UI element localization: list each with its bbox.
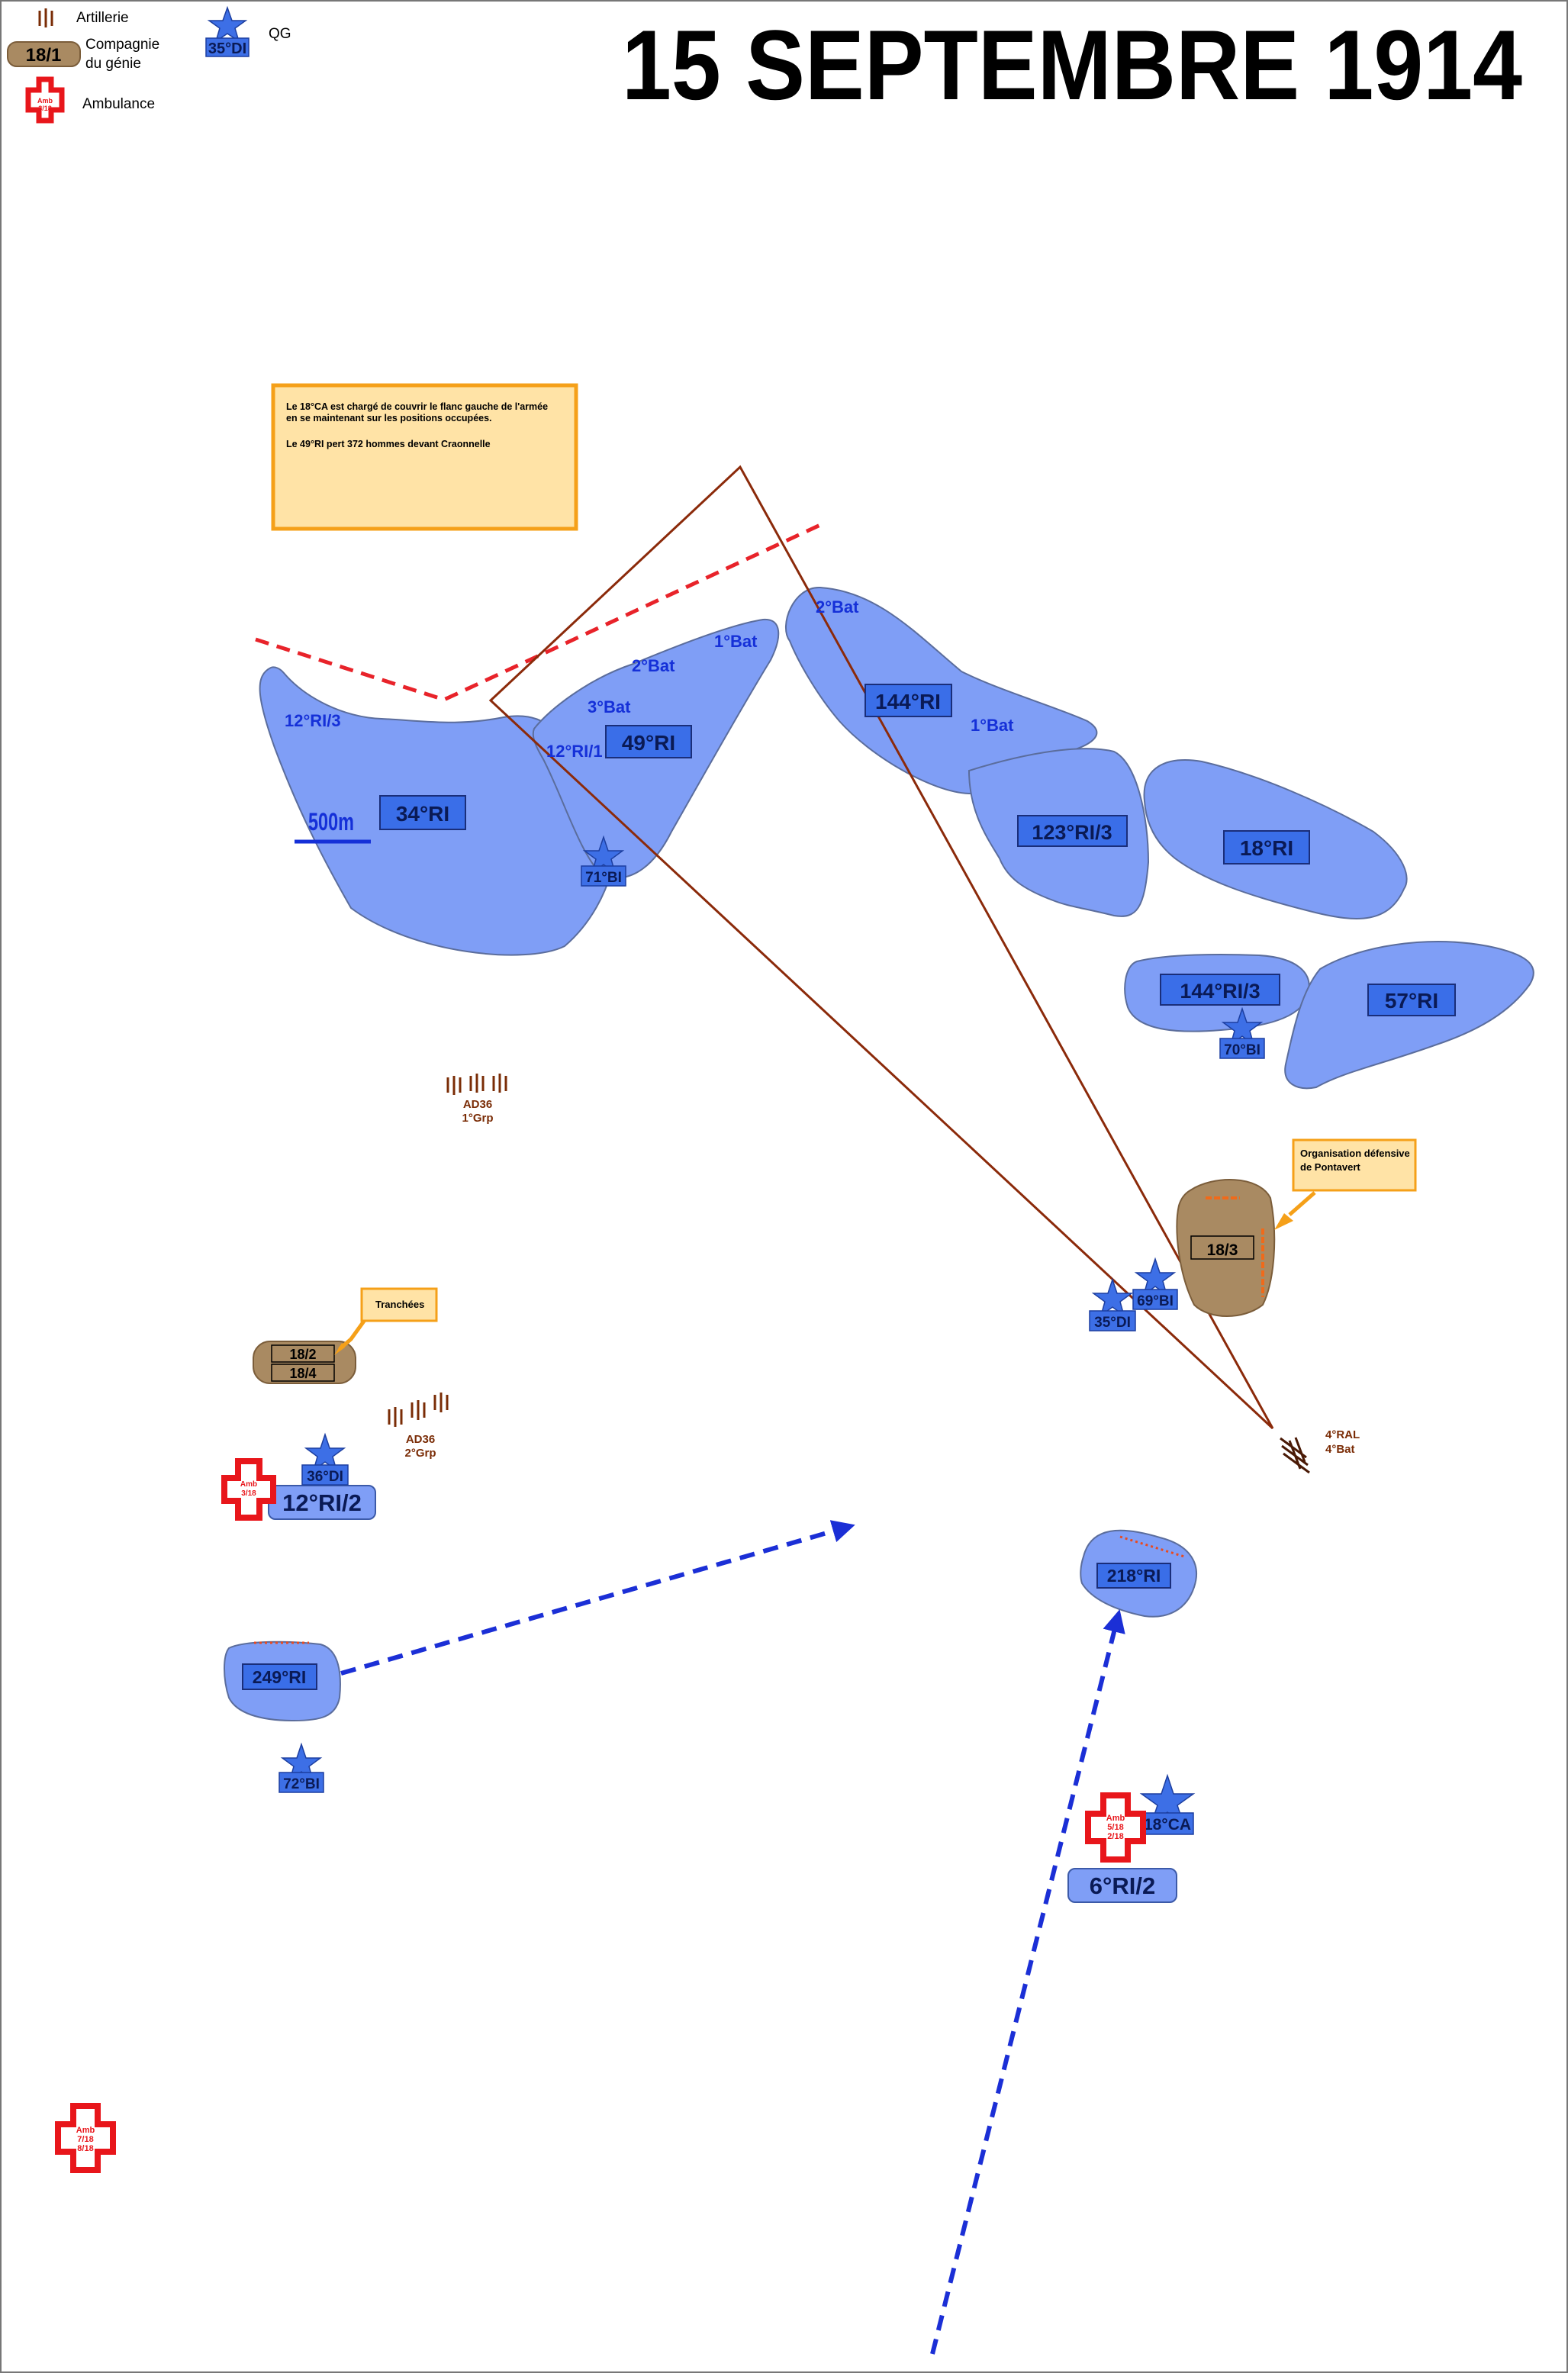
ambulance-7-18: Amb 7/18 8/18 — [55, 2103, 116, 2173]
movement-arrow-249ri — [340, 1520, 855, 1676]
label-249ri: 249°RI — [253, 1667, 307, 1687]
sub-12ri1: 12°RI/1 — [546, 742, 603, 761]
sub-1bat-b: 1°Bat — [971, 716, 1014, 735]
scale-label: 500m — [308, 808, 354, 836]
artillery-4ral: 4°RAL 4°Bat — [1280, 1428, 1360, 1474]
hq-71bi: 71°BI — [581, 835, 626, 887]
label-123ri3: 123°RI/3 — [1032, 821, 1112, 844]
callout-tranchees-text: Tranchées — [375, 1299, 424, 1310]
ad36-2-line1: AD36 — [406, 1433, 435, 1446]
svg-text:Amb: Amb — [37, 97, 53, 105]
hq-72bi-label: 72°BI — [283, 1776, 320, 1792]
ad36-2-line2: 2°Grp — [404, 1447, 436, 1460]
info-box: Le 18°CA est chargé de couvrir le flanc … — [271, 383, 578, 531]
hq-legend-icon: 35°DI — [205, 5, 250, 57]
hq-69bi: 69°BI — [1132, 1257, 1178, 1310]
trench-218ri — [1119, 1535, 1185, 1558]
legend-ambulance-label: Ambulance — [82, 96, 155, 112]
legend-artillery-label: Artillerie — [76, 10, 129, 26]
front-line — [255, 523, 822, 702]
label-218ri: 218°RI — [1107, 1566, 1161, 1586]
unit-labels: 34°RI 49°RI 144°RI 123°RI/3 18°RI 144°RI… — [242, 684, 1456, 1903]
svg-text:8/18: 8/18 — [77, 2144, 93, 2153]
info-line-1: Le 18°CA est chargé de couvrir le flanc … — [286, 401, 548, 412]
label-6ri2: 6°RI/2 — [1090, 1872, 1156, 1899]
ad36-1-line2: 1°Grp — [462, 1112, 493, 1125]
info-line-3: Le 49°RI pert 372 hommes devant Craonnel… — [286, 439, 491, 449]
sub-3bat: 3°Bat — [588, 697, 631, 716]
engineers-18-3: 18/3 — [1207, 1241, 1238, 1259]
ambulance-legend-icon: Amb 3/18 — [25, 76, 65, 124]
label-49ri: 49°RI — [622, 731, 675, 755]
hq-18ca: 18°CA — [1139, 1773, 1196, 1835]
info-line-2: en se maintenant sur les positions occup… — [286, 413, 492, 423]
map-title: 15 SEPTEMBRE 1914 — [622, 9, 1522, 121]
hq-70bi-label: 70°BI — [1224, 1042, 1261, 1058]
label-34ri: 34°RI — [396, 802, 449, 826]
hq-69bi-label: 69°BI — [1137, 1293, 1174, 1309]
4ral-line1: 4°RAL — [1325, 1428, 1360, 1441]
callout-tranchees: Tranchées — [334, 1287, 438, 1355]
hq-72bi: 72°BI — [279, 1742, 324, 1793]
svg-text:Amb: Amb — [240, 1480, 257, 1489]
hq-70bi: 70°BI — [1219, 1006, 1265, 1059]
sub-2bat-a: 2°Bat — [632, 656, 675, 675]
hq-35di: 35°DI — [1089, 1277, 1136, 1331]
svg-text:2/18: 2/18 — [1107, 1832, 1123, 1841]
artillery-ad36-1: AD36 1°Grp — [446, 1074, 507, 1125]
movement-arrow-6ri2 — [930, 1609, 1125, 2355]
svg-text:7/18: 7/18 — [77, 2135, 93, 2144]
legend-hq-label: QG — [269, 26, 291, 42]
battalion-labels: 12°RI/3 2°Bat 1°Bat 3°Bat 12°RI/1 2°Bat … — [285, 597, 1014, 761]
label-144ri3: 144°RI/3 — [1180, 980, 1260, 1003]
svg-text:35°DI: 35°DI — [208, 40, 246, 57]
legend: Artillerie 18/1 Compagnie du génie Amb 3… — [7, 5, 291, 124]
sub-2bat-b: 2°Bat — [816, 597, 859, 617]
label-18ri: 18°RI — [1240, 836, 1293, 860]
engineers-tranchees: 18/2 18/4 — [253, 1341, 356, 1384]
hq-36di: 36°DI — [301, 1432, 349, 1486]
legend-engineers-line1: Compagnie — [85, 37, 159, 53]
label-144ri: 144°RI — [875, 690, 941, 713]
svg-text:5/18: 5/18 — [1107, 1823, 1123, 1832]
svg-text:Amb: Amb — [1106, 1814, 1125, 1823]
4ral-line2: 4°Bat — [1325, 1443, 1355, 1456]
callout-pontavert-line1: Organisation défensive — [1300, 1148, 1410, 1159]
ambulance-5-18: Amb 5/18 2/18 — [1085, 1792, 1146, 1863]
svg-text:3/18: 3/18 — [38, 105, 52, 112]
legend-engineers-box: 18/1 — [26, 45, 62, 66]
ambulance-3-18: Amb 3/18 — [221, 1458, 276, 1521]
hq-36di-label: 36°DI — [307, 1469, 343, 1485]
artillery-ad36-2: AD36 2°Grp — [388, 1393, 449, 1460]
hq-18ca-label: 18°CA — [1144, 1816, 1191, 1834]
engineers-18-4: 18/4 — [289, 1366, 316, 1381]
label-57ri: 57°RI — [1385, 989, 1438, 1013]
ad36-1-line1: AD36 — [463, 1098, 492, 1111]
svg-text:3/18: 3/18 — [241, 1489, 256, 1498]
callout-pontavert-line2: de Pontavert — [1300, 1161, 1360, 1173]
legend-engineers-line2: du génie — [85, 56, 141, 72]
callout-pontavert: Organisation défensive de Pontavert — [1274, 1138, 1417, 1230]
hq-71bi-label: 71°BI — [585, 870, 622, 886]
hq-35di-label: 35°DI — [1094, 1315, 1131, 1331]
sub-1bat-a: 1°Bat — [714, 632, 758, 651]
scale-bar: 500m — [295, 808, 371, 844]
label-12ri2: 12°RI/2 — [282, 1489, 362, 1516]
sub-12ri3: 12°RI/3 — [285, 711, 341, 730]
artillery-legend-icon — [38, 8, 53, 27]
svg-text:Amb: Amb — [76, 2126, 95, 2135]
engineers-18-2: 18/2 — [289, 1347, 316, 1362]
sector-outline — [488, 465, 1274, 1430]
engineers-pontavert: 18/3 — [1176, 1179, 1276, 1317]
engineers-legend-icon — [7, 41, 81, 67]
